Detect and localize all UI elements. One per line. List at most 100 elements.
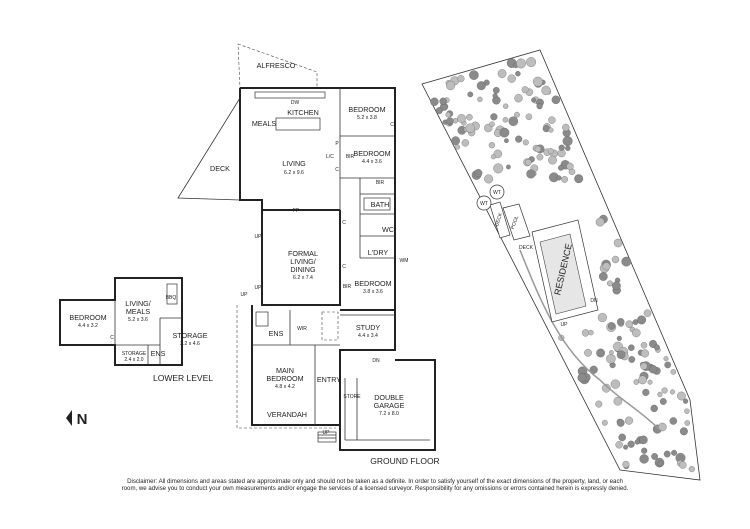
tree-icon <box>643 309 652 317</box>
tree-icon <box>621 256 632 267</box>
room-label-bedroom-2: BEDROOM <box>348 105 385 114</box>
tree-icon <box>659 398 667 405</box>
room-dims-garage: 7.2 x 8.0 <box>379 411 399 417</box>
tree-icon <box>658 422 667 432</box>
north-label: N <box>77 411 88 428</box>
tree-icon <box>634 439 640 445</box>
tree-icon <box>684 420 691 426</box>
room-label-laundry: L'DRY <box>368 248 389 257</box>
tree-icon <box>551 95 561 105</box>
tree-icon <box>641 447 648 454</box>
tree-icon <box>683 398 689 404</box>
tree-icon <box>532 76 543 87</box>
mark-up-1: UP <box>255 234 263 240</box>
tree-icon <box>637 315 647 325</box>
tree-icon <box>536 103 543 110</box>
mark-up-3: UP <box>241 292 249 298</box>
tree-icon <box>469 70 479 80</box>
tree-icon <box>657 391 663 397</box>
tree-icon <box>548 127 554 133</box>
tree-icon <box>484 174 494 184</box>
tree-icon <box>608 322 616 330</box>
tree-icon <box>577 373 587 383</box>
mark-c-2: C <box>335 167 339 173</box>
tree-icon <box>616 335 622 341</box>
tree-icon <box>504 138 509 144</box>
tree-icon <box>613 238 623 248</box>
kitchen-island <box>275 117 321 131</box>
tree-icon <box>670 369 677 375</box>
tree-icon <box>514 94 523 103</box>
tree-icon <box>663 356 669 362</box>
tree-icon <box>684 408 690 414</box>
tree-icon <box>650 404 658 413</box>
mark-up-2: UP <box>255 285 263 291</box>
room-label-wc: WC <box>382 225 394 234</box>
bbq-bench <box>166 283 178 305</box>
tree-icon <box>565 145 571 151</box>
tree-icon <box>490 154 496 160</box>
site-water-tank-1 <box>489 184 505 200</box>
tree-icon <box>503 103 509 109</box>
tree-icon <box>514 111 520 118</box>
room-label-garage-2: GARAGE <box>374 401 405 410</box>
tree-icon <box>493 149 503 159</box>
tree-icon <box>531 97 537 103</box>
tree-icon <box>516 58 526 69</box>
room-dims-study: 4.4 x 3.4 <box>358 333 378 339</box>
tree-icon <box>640 362 648 370</box>
tree-icon <box>624 416 634 425</box>
room-label-kitchen: KITCHEN <box>287 108 319 117</box>
tree-icon <box>595 217 605 227</box>
tree-icon <box>566 162 574 171</box>
tree-icon <box>618 433 626 442</box>
tree-icon <box>499 127 510 138</box>
formal-walls <box>261 210 341 306</box>
mark-c-4: C <box>342 264 346 270</box>
tree-icon <box>497 69 507 78</box>
tree-icon <box>639 454 649 464</box>
tree-icon <box>612 281 621 291</box>
tree-icon <box>615 441 623 449</box>
tree-icon <box>647 379 653 385</box>
room-label-formal-2: LIVING/ <box>290 257 316 266</box>
site-plan: RESIDENCE POOL DECK DECK WT WT UP DN <box>421 49 701 481</box>
site-label-pool: POOL <box>510 215 520 230</box>
lower-level-plan: BEDROOM 4.4 x 3.2 LIVING/ MEALS 5.2 x 3.… <box>59 277 213 383</box>
tree-icon <box>534 145 542 153</box>
mark-p: P <box>335 141 339 147</box>
tree-icon <box>558 164 564 171</box>
tree-icon <box>536 153 544 161</box>
tree-icon <box>508 116 519 126</box>
mark-dw: DW <box>291 100 300 106</box>
tree-icon <box>642 388 650 396</box>
disclaimer: Disclaimer: All dimensions and areas sta… <box>121 478 629 493</box>
tree-icon <box>616 318 625 326</box>
mark-wm: WM <box>400 258 409 264</box>
lower-room-living-2: MEALS <box>126 307 151 316</box>
room-label-formal-3: DINING <box>290 265 316 274</box>
tree-icon <box>627 440 635 448</box>
tree-icon <box>526 57 537 68</box>
tree-icon <box>640 341 648 349</box>
site-label-wt-2: WT <box>480 201 488 207</box>
room-dims-formal: 6.2 x 7.4 <box>293 275 313 281</box>
tree-icon <box>601 383 611 393</box>
tree-icon <box>625 320 634 328</box>
mark-c-3: C <box>342 220 346 226</box>
room-dims-bedroom-4: 3.8 x 3.6 <box>363 289 383 295</box>
room-label-garage: DOUBLE <box>374 393 404 402</box>
lower-dims-storage-2: 2.4 x 2.0 <box>124 357 143 363</box>
tree-icon <box>584 348 592 357</box>
tree-icon <box>574 174 584 184</box>
tree-icon <box>616 419 625 427</box>
tree-icon <box>616 350 626 359</box>
tree-icon <box>430 97 439 106</box>
tree-icon <box>466 113 473 121</box>
tree-icon <box>454 144 460 150</box>
tree-icon <box>610 379 621 389</box>
kitchen-bench <box>254 91 326 99</box>
tree-icon <box>657 460 663 467</box>
tree-icon <box>477 96 483 103</box>
mark-c-1: C <box>390 122 394 128</box>
